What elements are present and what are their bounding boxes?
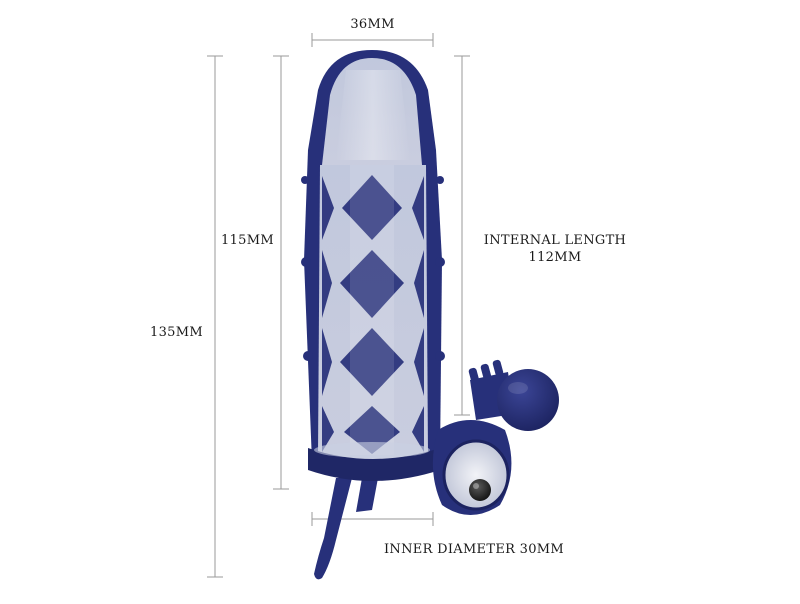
internal-length-title: INTERNAL LENGTH bbox=[483, 233, 627, 248]
sleeve-strap bbox=[314, 478, 378, 580]
total-height-label: 135MM bbox=[150, 325, 203, 340]
sleeve-body bbox=[301, 50, 445, 481]
shaft-height-label: 115MM bbox=[221, 233, 274, 248]
inner-diameter-label: INNER DIAMETER 30MM bbox=[384, 542, 564, 557]
vibrator-unit bbox=[432, 359, 559, 515]
width-dimension-label: 36MM bbox=[350, 17, 395, 32]
dimension-lines bbox=[207, 33, 470, 578]
internal-length-value: 112MM bbox=[528, 250, 582, 265]
